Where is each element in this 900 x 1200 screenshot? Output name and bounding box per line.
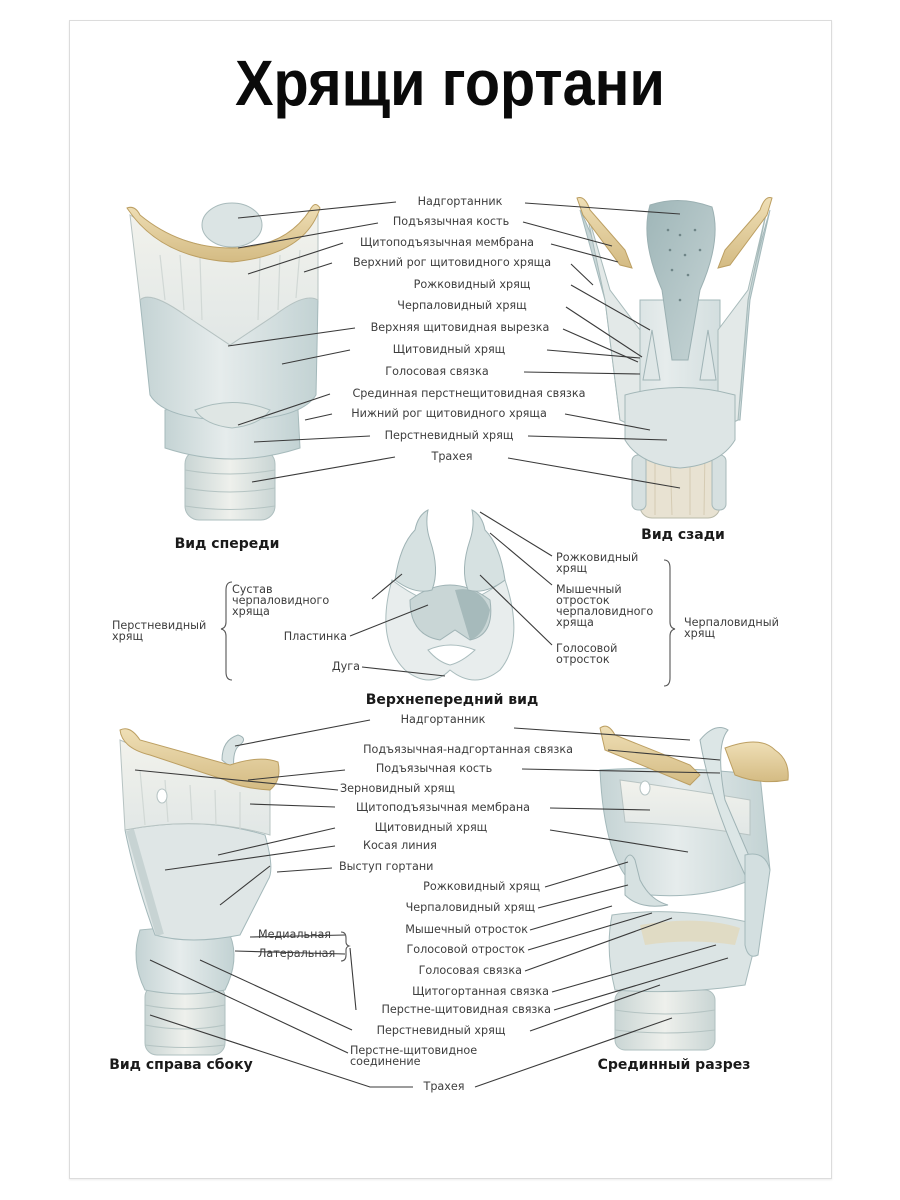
label-hyoepiglottic-ligament: Подъязычная-надгортанная связка <box>363 743 573 756</box>
hyoid-bone <box>599 725 701 786</box>
label-vocal-ligament: Голосовая связка <box>385 365 489 378</box>
arytenoid-right <box>464 509 506 592</box>
label-lateral: Латеральная <box>258 947 336 960</box>
front-view-illustration <box>126 202 321 521</box>
epiglottis-section <box>699 727 756 876</box>
epiglottis <box>201 202 263 248</box>
hyoid-horn <box>717 197 773 269</box>
label-arytenoid-cartilage: Черпаловидный хрящ <box>397 299 527 312</box>
label-cricoid-cartilage: Перстневидный хрящ <box>384 429 514 442</box>
label-thyroid-cartilage-2: Щитовидный хрящ <box>374 821 488 834</box>
caption-front-view: Вид спереди <box>174 536 280 552</box>
midsagittal-view-illustration <box>599 725 789 1051</box>
label-muscular-process: Мышечный отросток <box>405 923 528 936</box>
label-hyoid-bone: Подъязычная кость <box>392 215 510 228</box>
brace-lines <box>220 559 676 962</box>
label-corniculate-cartilage-2: Рожковидный хрящ <box>423 880 540 893</box>
caption-midsagittal-view: Срединный разрез <box>597 1057 751 1073</box>
label-thyrohyoid-membrane-2: Щитоподъязычная мембрана <box>355 801 531 814</box>
label-trachea: Трахея <box>431 450 473 463</box>
label-laryngeal-prominence: Выступ гортани <box>339 860 434 873</box>
label-thyroid-cartilage: Щитовидный хрящ <box>392 343 506 356</box>
label-trachea-2: Трахея <box>423 1080 465 1093</box>
label-cricoid-cartilage-2: Перстневидный хрящ <box>376 1024 506 1037</box>
label-cricothyroid-ligament: Перстне-щитовидная связка <box>381 1003 551 1016</box>
epiglottis <box>221 734 244 772</box>
label-arch: Дуга <box>331 660 360 673</box>
label-inferior-horn: Нижний рог щитовидного хряща <box>351 407 547 420</box>
page-title: Хрящи гортани <box>235 47 665 119</box>
label-vocal-process-sup: Голосовой отросток <box>556 642 618 666</box>
cricoid-cartilage <box>624 387 736 469</box>
caption-back-view: Вид сзади <box>641 527 725 543</box>
label-epiglottis-2: Надгортанник <box>400 713 486 726</box>
epiglottis <box>646 199 716 361</box>
arytenoid-left <box>394 509 436 592</box>
lateral-view-illustration <box>119 728 280 1056</box>
back-view-illustration <box>576 197 773 519</box>
label-corniculate-sup: Рожковидный хрящ <box>556 551 639 575</box>
label-vocal-process: Голосовой отросток <box>406 943 525 956</box>
label-thyroepiglottic-ligament: Щитогортанная связка <box>412 985 549 998</box>
label-vocal-ligament-2: Голосовая связка <box>418 964 522 977</box>
trachea <box>144 984 226 1056</box>
label-median-cricothyroid-ligament: Срединная перстнещитовидная связка <box>352 387 586 400</box>
label-superior-thyroid-notch: Верхняя щитовидная вырезка <box>370 321 550 334</box>
label-muscular-process-sup: Мышечный отросток черпаловидного хряща <box>556 583 654 629</box>
label-hyoid-bone-2: Подъязычная кость <box>375 762 493 775</box>
label-epiglottis: Надгортанник <box>417 195 503 208</box>
label-arytenoid-cartilage-2: Черпаловидный хрящ <box>405 901 535 914</box>
hyoid-bone <box>119 728 280 791</box>
caption-superior-view: Верхнепередний вид <box>365 692 539 708</box>
arytenoid <box>624 854 669 907</box>
label-cricoid-group: Перстневидный хрящ <box>112 619 207 643</box>
label-corniculate-cartilage: Рожковидный хрящ <box>413 278 531 291</box>
label-medial: Медиальная <box>258 928 332 941</box>
hyoid-horn <box>576 197 633 269</box>
label-cricothyroid-joint: Перстне-щитовидное соединение <box>350 1044 478 1068</box>
label-lamina: Пластинка <box>283 630 347 643</box>
label-triticeous-cartilage: Зерновидный хрящ <box>340 782 455 795</box>
superior-view-illustration <box>385 509 515 681</box>
label-arytenoid-group: Черпаловидный хрящ <box>684 616 779 640</box>
label-oblique-line: Косая линия <box>363 839 437 852</box>
hyoid-bone <box>126 204 321 263</box>
label-arytenoid-joint: Сустав черпаловидного хряща <box>232 583 330 618</box>
leader-lines <box>134 201 729 1088</box>
caption-lateral-view: Вид справа сбоку <box>109 1057 253 1073</box>
label-superior-horn: Верхний рог щитовидного хряща <box>352 256 552 269</box>
label-thyrohyoid-membrane: Щитоподъязычная мембрана <box>359 236 535 249</box>
